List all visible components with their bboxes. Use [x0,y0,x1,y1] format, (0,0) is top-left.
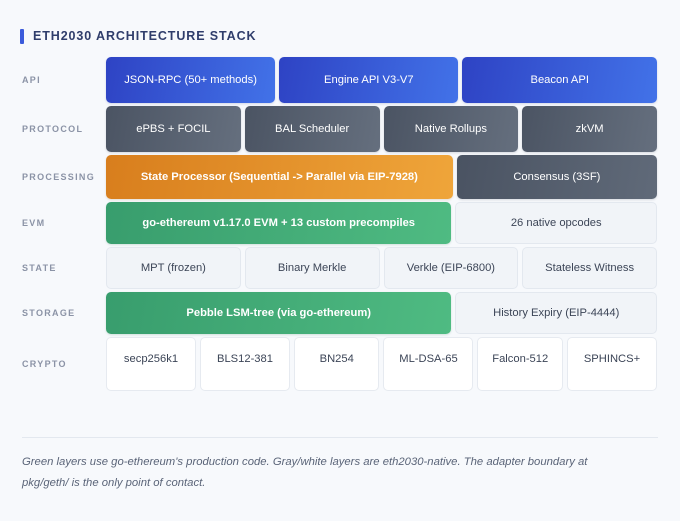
row-label-processing: PROCESSING [22,172,96,182]
stack-cell[interactable]: Native Rollups [383,106,519,152]
row-label-storage: STORAGE [22,308,76,318]
row-label-protocol: PROTOCOL [22,124,84,134]
stack-cell[interactable]: Pebble LSM-tree (via go-ethereum) [106,292,452,334]
stack-cell[interactable]: secp256k1 [106,337,196,391]
stack-grid: API JSON-RPC (50+ methods)Engine API V3-V… [0,57,680,394]
stack-cell[interactable]: zkVM [522,106,657,152]
row-cells: Pebble LSM-tree (via go-ethereum)History… [106,292,680,334]
stack-cell[interactable]: MPT (frozen) [106,247,241,289]
stack-row-processing: PROCESSING State Processor (Sequential ->… [0,155,680,199]
page-title-text: ETH2030 ARCHITECTURE STACK [33,29,257,43]
stack-cell[interactable]: 26 native opcodes [455,202,657,244]
stack-cell[interactable]: ML-DSA-65 [383,337,474,391]
stack-cell[interactable]: Binary Merkle [244,247,380,289]
row-label-api: API [22,75,41,85]
stack-cell[interactable]: Falcon-512 [477,337,563,391]
row-label-evm: EVM [22,218,46,228]
title-accent-bar [20,28,24,44]
stack-cell[interactable]: Consensus (3SF) [456,155,657,199]
stack-cell[interactable]: State Processor (Sequential -> Parallel … [106,155,453,199]
stack-cell[interactable]: JSON-RPC (50+ methods) [106,57,276,103]
row-cells: go-ethereum v1.17.0 EVM + 13 custom prec… [106,202,680,244]
footer-note: Green layers use go-ethereum's productio… [22,456,588,489]
stack-cell[interactable]: SPHINCS+ [566,337,657,391]
footer-divider [22,437,658,438]
stack-cell[interactable]: Verkle (EIP-6800) [383,247,519,289]
stack-cell[interactable]: Beacon API [462,57,657,103]
row-label-crypto: CRYPTO [22,359,67,369]
stack-cell[interactable]: BAL Scheduler [244,106,380,152]
stack-cell[interactable]: ePBS + FOCIL [106,106,241,152]
stack-row-evm: EVM go-ethereum v1.17.0 EVM + 13 custom p… [0,202,680,244]
stack-row-api: API JSON-RPC (50+ methods)Engine API V3-V… [0,57,680,103]
page-title: ETH2030 ARCHITECTURE STACK [0,0,680,45]
stack-cell[interactable]: Engine API V3-V7 [279,57,459,103]
row-label-state: STATE [22,263,57,273]
stack-cell[interactable]: BLS12-381 [199,337,290,391]
stack-row-storage: STORAGE Pebble LSM-tree (via go-ethereum)… [0,292,680,334]
stack-cell[interactable]: History Expiry (EIP-4444) [455,292,657,334]
stack-cell[interactable]: BN254 [293,337,380,391]
row-cells: State Processor (Sequential -> Parallel … [106,155,680,199]
stack-cell[interactable]: Stateless Witness [522,247,657,289]
stack-cell[interactable]: go-ethereum v1.17.0 EVM + 13 custom prec… [106,202,452,244]
